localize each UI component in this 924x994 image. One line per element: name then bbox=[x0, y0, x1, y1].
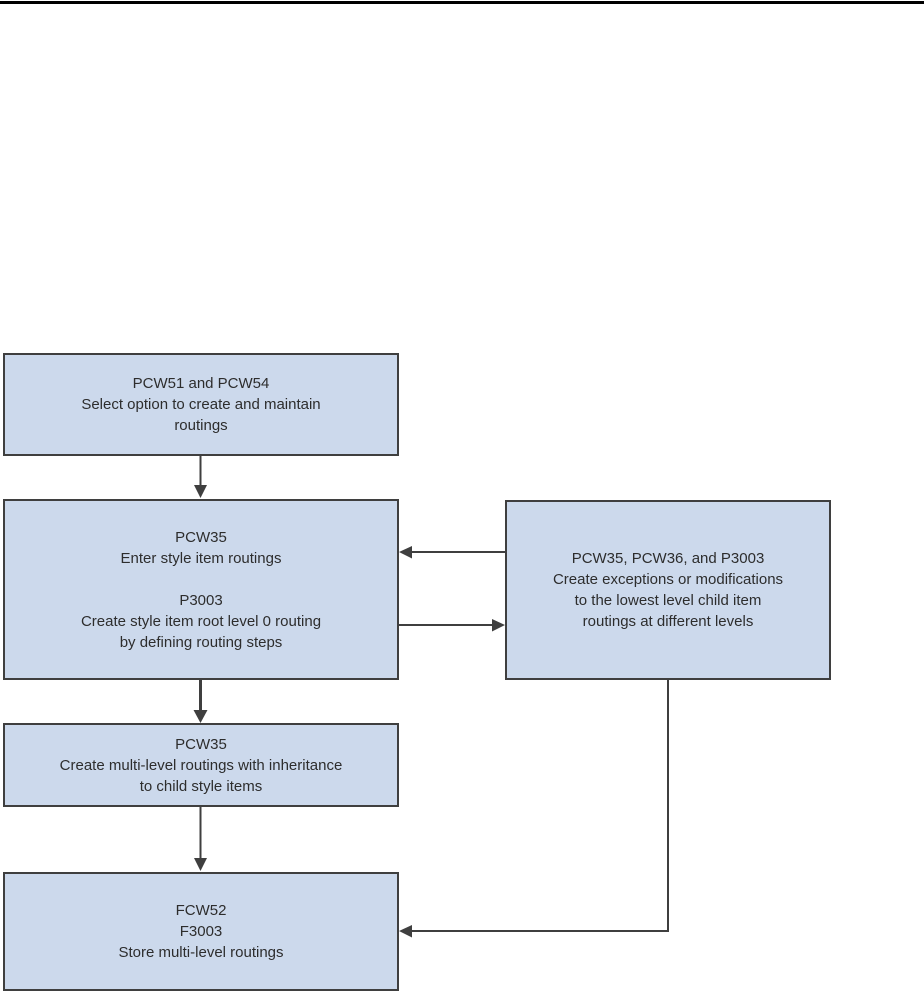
box-line: PCW35, PCW36, and P3003 bbox=[571, 550, 765, 567]
arrow-exceptions-to-store bbox=[399, 680, 669, 938]
arrow-exceptions-to-enter bbox=[399, 546, 505, 559]
box-line: P3003 bbox=[179, 591, 223, 609]
box-line-spacer bbox=[5, 569, 397, 590]
arrow-enter-to-multilevel bbox=[193, 679, 208, 723]
box-line: by defining routing steps bbox=[119, 633, 283, 651]
arrow-select-to-enter bbox=[194, 455, 207, 498]
arrow-multilevel-to-store bbox=[194, 806, 207, 871]
top-horizontal-rule bbox=[0, 1, 924, 4]
box-line: to child style items bbox=[139, 777, 263, 795]
box-line: Store multi-level routings bbox=[118, 944, 284, 961]
flow-box-enter-style-item-routings: PCW35 Enter style item routings P3003 Cr… bbox=[3, 499, 399, 680]
box-line: routings bbox=[174, 417, 228, 434]
box-line: PCW51 and PCW54 bbox=[132, 375, 270, 392]
box-line: to the lowest level child item bbox=[574, 592, 762, 609]
flow-box-multi-level-routings: PCW35 Create multi-level routings with i… bbox=[3, 723, 399, 807]
flow-box-store-routings: FCW52 F3003 Store multi-level routings bbox=[3, 872, 399, 991]
box-line: Enter style item routings bbox=[120, 549, 282, 567]
flow-box-create-exceptions: PCW35, PCW36, and P3003 Create exception… bbox=[505, 500, 831, 680]
arrow-enter-to-exceptions bbox=[399, 619, 505, 632]
box-line: routings at different levels bbox=[582, 613, 754, 630]
box-line: PCW35 bbox=[175, 528, 227, 546]
box-line: Create style item root level 0 routing bbox=[80, 612, 322, 630]
box-line: FCW52 bbox=[175, 902, 227, 919]
box-line: Create multi-level routings with inherit… bbox=[59, 756, 343, 774]
box-line: Create exceptions or modifications bbox=[552, 571, 784, 588]
box-line: PCW35 bbox=[175, 735, 227, 753]
box-line: F3003 bbox=[179, 923, 223, 940]
flow-box-select-option: PCW51 and PCW54 Select option to create … bbox=[3, 353, 399, 456]
box-line: Select option to create and maintain bbox=[81, 396, 321, 413]
